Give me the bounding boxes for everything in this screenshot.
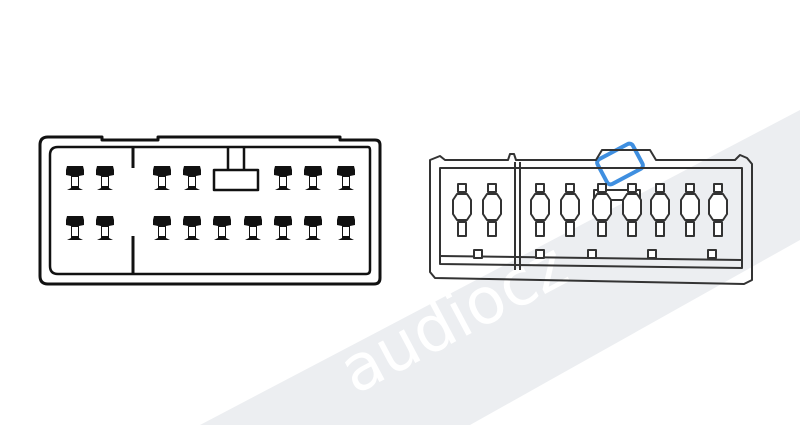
housing-foot-3 [587, 249, 597, 259]
pin-bottom-4 [183, 216, 201, 240]
pin-bottom-6 [244, 216, 262, 240]
housing-foot-5 [707, 249, 717, 259]
side-pin-3 [530, 183, 550, 237]
pin-top-4 [183, 166, 201, 190]
pin-top-6 [304, 166, 322, 190]
side-pin-8 [680, 183, 700, 237]
side-pin-7 [650, 183, 670, 237]
connector-right-feet [473, 249, 717, 259]
connector-left-top-row [66, 166, 355, 190]
side-pin-1 [452, 183, 472, 237]
connector-left-inner-housing [48, 145, 372, 276]
pin-bottom-8 [304, 216, 322, 240]
pin-top-3 [153, 166, 171, 190]
pin-top-1 [66, 166, 84, 190]
pin-bottom-5 [213, 216, 231, 240]
pin-bottom-2 [96, 216, 114, 240]
side-pin-2 [482, 183, 502, 237]
housing-foot-2 [535, 249, 545, 259]
pin-bottom-7 [274, 216, 292, 240]
connector-left-center-latch [212, 168, 260, 192]
connector-right [429, 149, 753, 285]
pin-top-2 [96, 166, 114, 190]
watermark-band [200, 110, 800, 425]
connector-left-bottom-row [66, 216, 355, 240]
connector-left [38, 135, 382, 286]
pin-bottom-1 [66, 216, 84, 240]
housing-foot-1 [473, 249, 483, 259]
side-pin-9 [708, 183, 728, 237]
connector-right-pin-row [452, 183, 728, 237]
side-pin-4 [560, 183, 580, 237]
pin-top-7 [337, 166, 355, 190]
connector-right-inner-housing [439, 167, 743, 269]
connector-right-latch [593, 189, 641, 201]
watermark-accent [595, 141, 645, 187]
pin-top-5 [274, 166, 292, 190]
connector-right-outer-housing [429, 149, 753, 285]
housing-foot-4 [647, 249, 657, 259]
pin-bottom-3 [153, 216, 171, 240]
side-pin-6 [622, 183, 642, 237]
connector-left-outer-housing [38, 135, 382, 286]
pin-bottom-9 [337, 216, 355, 240]
connector-left-latch-stem [226, 147, 246, 170]
side-pin-5 [592, 183, 612, 237]
